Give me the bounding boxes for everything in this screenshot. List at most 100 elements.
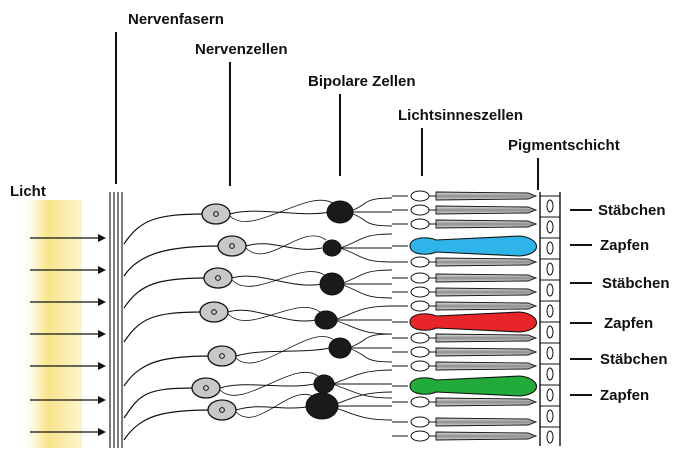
rod-cell-5 <box>436 258 536 266</box>
light-glow <box>18 200 82 448</box>
ganglion-axon-2 <box>124 246 220 276</box>
pigment-cell-nucleus-2 <box>547 221 553 233</box>
rod-cell-15 <box>436 418 536 426</box>
pigment-cell-nucleus-1 <box>547 200 553 212</box>
light-arrow-head-4 <box>98 330 106 338</box>
bipolar-receptor-link-3-3 <box>340 284 392 298</box>
label-pigment-layer: Pigmentschicht <box>508 138 620 153</box>
rod-nucleus-6 <box>411 273 429 283</box>
ganglion-bipolar-link-7 <box>236 406 312 410</box>
ganglion-dendrite-1 <box>230 200 334 221</box>
rod-nucleus-2 <box>411 205 429 215</box>
rod-cell-7 <box>436 288 536 296</box>
ganglion-bipolar-link-4 <box>228 310 316 321</box>
label-cones-3: Zapfen <box>600 388 649 403</box>
ganglion-dendrite-4 <box>228 307 320 320</box>
light-arrow-head-1 <box>98 234 106 242</box>
rod-nucleus-12 <box>411 361 429 371</box>
ganglion-dendrite-6 <box>220 372 318 395</box>
bipolar-cell-5 <box>329 338 351 358</box>
bipolar-cell-2 <box>323 240 341 256</box>
cone-cell-13 <box>410 376 537 396</box>
bipolar-cell-1 <box>327 201 353 223</box>
pigment-cell-nucleus-9 <box>547 368 553 380</box>
bipolar-receptor-link-1-1 <box>348 198 392 212</box>
rod-cell-10 <box>436 334 536 342</box>
ganglion-cell-6 <box>192 378 220 398</box>
ganglion-dendrite-2 <box>246 236 326 254</box>
pigment-cell-nucleus-5 <box>547 284 553 296</box>
pigment-cell-nucleus-12 <box>547 431 553 443</box>
bipolar-receptor-link-1-3 <box>348 212 392 226</box>
rod-cell-8 <box>436 302 536 310</box>
ganglion-cell-1 <box>202 204 230 224</box>
light-arrow-head-7 <box>98 428 106 436</box>
label-cones-2: Zapfen <box>604 316 653 331</box>
light-arrow-head-5 <box>98 362 106 370</box>
cone-cell-9 <box>410 312 537 332</box>
label-cones-1: Zapfen <box>600 238 649 253</box>
bipolar-cell-6 <box>314 375 334 393</box>
pigment-cell-nucleus-7 <box>547 326 553 338</box>
ganglion-axon-7 <box>124 410 210 440</box>
rod-nucleus-16 <box>411 431 429 441</box>
rod-cell-11 <box>436 348 536 356</box>
ganglion-cell-3 <box>204 268 232 288</box>
label-rods-3: Stäbchen <box>600 352 668 367</box>
pigment-cell-nucleus-6 <box>547 305 553 317</box>
bipolar-cell-3 <box>320 273 344 295</box>
bipolar-cells <box>306 201 353 419</box>
bipolar-receptor-link-7-3 <box>330 406 392 420</box>
ganglion-cell-7 <box>208 400 236 420</box>
synaptic-connections <box>220 198 392 420</box>
rod-cell-14 <box>436 398 536 406</box>
ganglion-axon-3 <box>124 278 206 308</box>
pigment-cell-nucleus-4 <box>547 263 553 275</box>
rod-cell-1 <box>436 192 536 200</box>
rod-nucleus-3 <box>411 219 429 229</box>
ganglion-axon-6 <box>124 388 194 418</box>
photoreceptor-cells <box>392 191 537 441</box>
rod-cell-3 <box>436 220 536 228</box>
ganglion-cell-5 <box>208 346 236 366</box>
label-light: Licht <box>10 184 46 199</box>
rod-nucleus-11 <box>411 347 429 357</box>
pigment-cell-nucleus-3 <box>547 242 553 254</box>
bipolar-cell-4 <box>315 311 337 329</box>
light-arrow-head-3 <box>98 298 106 306</box>
bipolar-receptor-link-5-1 <box>348 334 392 348</box>
label-rods-2: Stäbchen <box>602 276 670 291</box>
rod-nucleus-1 <box>411 191 429 201</box>
bipolar-receptor-link-6-3 <box>332 384 392 398</box>
ganglion-axon-4 <box>124 312 202 342</box>
ganglion-cells <box>192 204 246 420</box>
rod-nucleus-10 <box>411 333 429 343</box>
bipolar-receptor-link-3-1 <box>340 270 392 284</box>
pigment-cell-nucleus-11 <box>547 410 553 422</box>
ganglion-axon-1 <box>124 214 204 244</box>
nerve-fiber-bundle <box>110 192 220 448</box>
ganglion-cell-4 <box>200 302 228 322</box>
ganglion-dendrite-7 <box>236 394 316 417</box>
bipolar-cell-7 <box>306 393 338 419</box>
rod-nucleus-14 <box>411 397 429 407</box>
ganglion-cell-2 <box>218 236 246 256</box>
bipolar-receptor-link-5-3 <box>348 348 392 362</box>
ganglion-bipolar-link-5 <box>236 348 330 356</box>
rod-nucleus-15 <box>411 417 429 427</box>
ganglion-dendrite-3 <box>232 272 326 287</box>
rod-cell-16 <box>436 432 536 440</box>
pigment-cell-nucleus-10 <box>547 389 553 401</box>
rod-nucleus-7 <box>411 287 429 297</box>
light-arrow-head-2 <box>98 266 106 274</box>
bipolar-receptor-link-6-1 <box>332 370 392 384</box>
cone-cell-4 <box>410 236 537 256</box>
pigment-layer <box>540 192 560 446</box>
rod-nucleus-5 <box>411 257 429 267</box>
label-photoreceptor-cells: Lichtsinneszellen <box>398 108 523 123</box>
light-arrow-head-6 <box>98 396 106 404</box>
label-nerve-cells: Nervenzellen <box>195 42 288 57</box>
rod-nucleus-8 <box>411 301 429 311</box>
label-bipolar-cells: Bipolare Zellen <box>308 74 416 89</box>
